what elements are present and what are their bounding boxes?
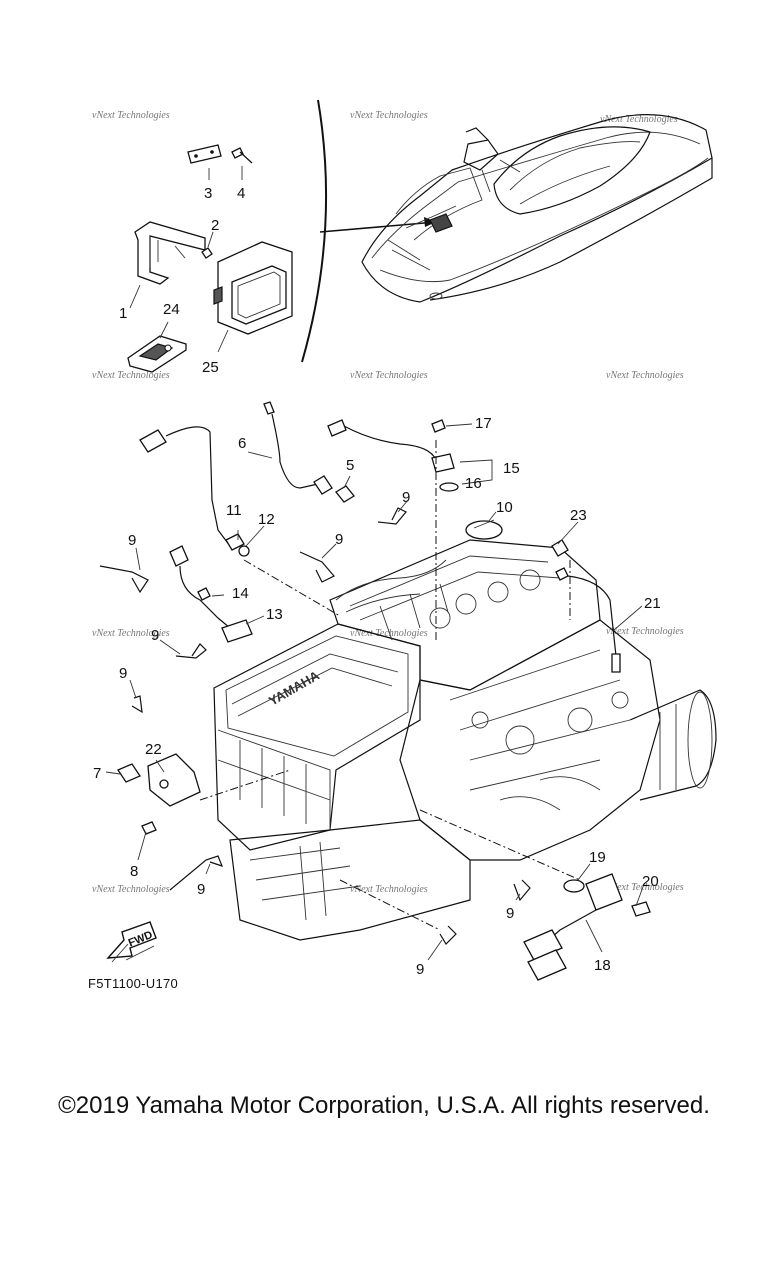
bracket-part	[134, 221, 206, 285]
callout-label: 16	[465, 475, 482, 492]
group-bracket	[301, 99, 328, 363]
engine-brand-text: YAMAHA	[266, 667, 322, 708]
watermark: vNext Technologies	[350, 628, 428, 639]
watermark: vNext Technologies	[92, 628, 170, 639]
callout-label: 24	[163, 301, 180, 318]
callout-label: 19	[589, 849, 606, 866]
watermark: vNext Technologies	[92, 370, 170, 381]
callout-label: 21	[644, 595, 661, 612]
copyright-notice: ©2019 Yamaha Motor Corporation, U.S.A. A…	[58, 1092, 710, 1119]
ecu-group	[127, 144, 293, 373]
callout-label: 18	[594, 957, 611, 974]
callout-label: 8	[130, 863, 138, 880]
callout-label: 13	[266, 606, 283, 623]
fwd-arrow: FWD	[106, 921, 157, 963]
callout-label: 14	[232, 585, 249, 602]
watermark: vNext Technologies	[350, 370, 428, 381]
callout-label: 9	[335, 531, 343, 548]
callout-label: 25	[202, 359, 219, 376]
callout-label: 15	[503, 460, 520, 477]
watermark: vNext Technologies	[606, 882, 684, 893]
plate-part	[187, 144, 222, 164]
watercraft-illustration	[361, 114, 713, 303]
fwd-label: FWD	[127, 929, 155, 950]
engine-illustration: YAMAHA	[213, 539, 717, 941]
callout-label: 9	[416, 961, 424, 978]
callout-label: 11	[226, 502, 242, 519]
callout-label: 7	[93, 765, 101, 782]
callout-label: 9	[128, 532, 136, 549]
callout-label: 4	[237, 185, 245, 202]
callout-label: 9	[197, 881, 205, 898]
callout-label: 20	[642, 873, 659, 890]
watermark: vNext Technologies	[600, 114, 678, 125]
callout-label: 5	[346, 457, 354, 474]
diagram-code: F5T1100-U170	[88, 976, 179, 991]
watermark: vNext Technologies	[606, 370, 684, 381]
callout-label: 1	[119, 305, 127, 322]
engine-cover	[213, 623, 421, 851]
watermark: vNext Technologies	[92, 110, 170, 121]
callout-label: 2	[211, 217, 219, 234]
callout-label: 9	[151, 627, 159, 644]
callout-label: 17	[475, 415, 492, 432]
callout-label: 22	[145, 741, 162, 758]
callout-label: 9	[506, 905, 514, 922]
callout-label: 6	[238, 435, 246, 452]
pointer-arrow	[319, 221, 437, 233]
watermarks: vNext Technologies vNext Technologies vN…	[92, 110, 684, 895]
sensor-parts	[99, 401, 651, 981]
callout-label: 10	[496, 499, 513, 516]
callout-labels: 1 2 3 4 5 6 9 9 9 9 9 9 9 9 7 8 10 11 12…	[93, 185, 661, 978]
callout-label: 9	[402, 489, 410, 506]
leader-lines	[105, 423, 645, 961]
callout-label: 23	[570, 507, 587, 524]
watermark: vNext Technologies	[92, 884, 170, 895]
watermark: vNext Technologies	[606, 626, 684, 637]
callout-label: 12	[258, 511, 275, 528]
callout-label: 9	[119, 665, 127, 682]
watermark: vNext Technologies	[350, 110, 428, 121]
callout-label: 3	[204, 185, 212, 202]
watermark: vNext Technologies	[350, 884, 428, 895]
